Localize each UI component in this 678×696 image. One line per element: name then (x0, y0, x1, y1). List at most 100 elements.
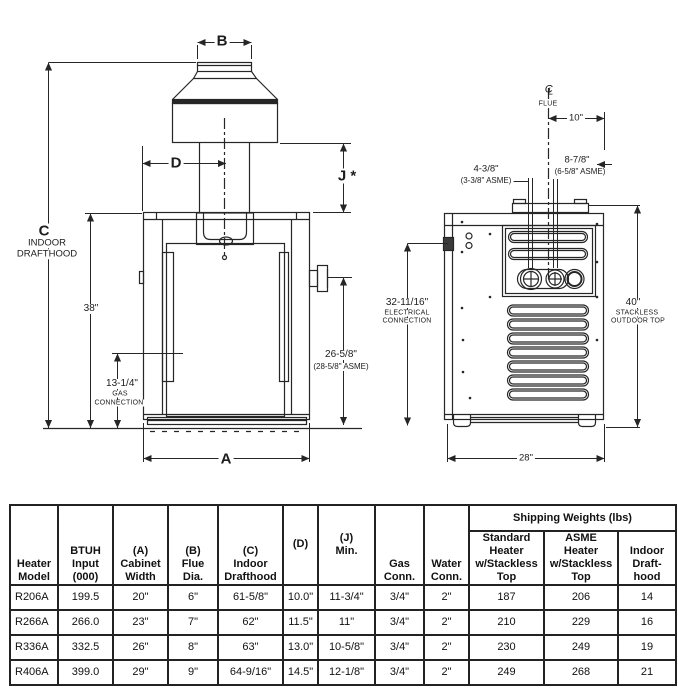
dim-label-c: C (36, 222, 52, 240)
pressure-relief-valve (308, 264, 329, 293)
diagram-line-art (43, 38, 642, 463)
table-cell: 21 (617, 658, 677, 686)
electrical-knockouts (465, 232, 473, 250)
dim-label-4-38-asme: (3-3/8" ASME) (458, 176, 514, 185)
table-cell: 2" (423, 583, 470, 611)
louver-vents (506, 304, 590, 401)
dim-label-38in: 38" (81, 303, 101, 314)
dim-label-8-78: 8-7/8" (562, 154, 592, 166)
table-cell: 11-3/4" (317, 583, 376, 611)
table-cell: 249 (543, 633, 619, 661)
table-cell: 230 (468, 633, 545, 661)
table-row-r336a: R336A 332.5 26" 8" 63" 13.0" 10-5/8" 3/4… (9, 633, 677, 661)
table-cell: 11" (317, 608, 376, 636)
col-header-indoor-drafthood: (C) Indoor Drafthood (217, 504, 284, 586)
col-header-asme-heater: ASME Heater w/Stackless Top (543, 530, 619, 586)
table-cell: 14.5" (282, 658, 319, 686)
dim-label-4-38: 4-3/8" (471, 163, 501, 175)
col-header-flue-dia: (B) Flue Dia. (167, 504, 219, 586)
table-cell: 6" (167, 583, 219, 611)
indoor-drafthood-label-line1: INDOOR (26, 237, 68, 249)
electrical-dim: 32-11/16" (383, 297, 431, 308)
table-cell: 61-5/8" (217, 583, 284, 611)
table-cell: 3/4" (374, 633, 425, 661)
table-cell: 63" (217, 633, 284, 661)
table-cell: 268 (543, 658, 619, 686)
table-cell: 266.0 (57, 608, 114, 636)
table-cell: 20" (112, 583, 169, 611)
col-header-heater-model: Heater Model (9, 504, 59, 586)
drafthood (171, 61, 279, 213)
table-cell: 3/4" (374, 608, 425, 636)
dim-label-40in: 40" (623, 297, 643, 308)
table-cell: 62" (217, 608, 284, 636)
table-cell: 187 (468, 583, 545, 611)
table-cell: 332.5 (57, 633, 114, 661)
table-cell: 64-9/16" (217, 658, 284, 686)
dim-label-b: B (214, 32, 230, 50)
electrical-label-line2: CONNECTION (380, 317, 434, 325)
table-cell: 11.5" (282, 608, 319, 636)
dim-label-8-78-asme: (6-5/8" ASME) (552, 167, 608, 176)
table-cell: 23" (112, 608, 169, 636)
table-cell: 26" (112, 633, 169, 661)
table-cell: 210 (468, 608, 545, 636)
front-cabinet (138, 211, 311, 421)
dim-label-28in: 28" (517, 452, 535, 464)
table-cell: 13.0" (282, 633, 319, 661)
table-cell: 199.5 (57, 583, 114, 611)
front-view-drawing (43, 61, 362, 433)
side-view-drawing (442, 88, 605, 428)
table-row-r266a: R266A 266.0 23" 7" 62" 11.5" 11" 3/4" 2"… (9, 608, 677, 636)
table-cell: 249 (468, 658, 545, 686)
dim-label-a: A (218, 450, 234, 468)
table-cell: 14 (617, 583, 677, 611)
gas-label-line2: CONNECTION (92, 399, 146, 407)
gas-label-line1: GAS (110, 390, 130, 398)
heater-model-cell: R406A (9, 658, 59, 686)
heater-dimension-diagram: B D J * C INDOOR DRAFTHOOD 38" 13-1/4" G… (16, 32, 668, 468)
flue-label: FLUE (536, 100, 560, 108)
table-cell: 10.0" (282, 583, 319, 611)
heater-model-cell: R336A (9, 633, 59, 661)
side-base (444, 413, 604, 428)
table-cell: 8" (167, 633, 219, 661)
table-cell: 3/4" (374, 583, 425, 611)
table-cell: 229 (543, 608, 619, 636)
col-group-shipping-weights: Shipping Weights (lbs) (468, 504, 677, 532)
col-header-gas-conn: Gas Conn. (374, 504, 425, 586)
centerline-symbol: CL (544, 83, 554, 98)
water-height-asme: (28-5/8" ASME) (311, 362, 371, 371)
table-cell: 29" (112, 658, 169, 686)
table-cell: 2" (423, 608, 470, 636)
stackless-label-line1: STACKLESS (613, 309, 661, 317)
table-cell: 206 (543, 583, 619, 611)
table-cell: 3/4" (374, 658, 425, 686)
front-base (43, 413, 362, 433)
flue-collar-plate (511, 198, 590, 214)
water-height-dim: 26-5/8" (323, 349, 359, 360)
col-header-d: (D) (282, 504, 319, 586)
table-cell: 9" (167, 658, 219, 686)
col-header-j-min: (J) Min. (317, 504, 376, 586)
dim-label-10in: 10" (567, 112, 585, 124)
dim-label-j: J * (335, 167, 359, 185)
table-cell: 10-5/8" (317, 633, 376, 661)
heater-model-cell: R206A (9, 583, 59, 611)
electrical-label-line1: ELECTRICAL (382, 309, 432, 317)
stackless-label-line2: OUTDOOR TOP (608, 317, 668, 325)
table-row-r406a: R406A 399.0 29" 9" 64-9/16" 14.5" 12-1/8… (9, 658, 677, 686)
col-header-indoor-drafthood-weight: Indoor Draft- hood (617, 530, 677, 586)
table-cell: 16 (617, 608, 677, 636)
screw-dots (460, 220, 599, 400)
table-cell: 19 (617, 633, 677, 661)
gas-connection-dim: 13-1/4" (104, 378, 140, 389)
water-connections (519, 267, 585, 291)
col-header-cabinet-width: (A) Cabinet Width (112, 504, 169, 586)
col-header-water-conn: Water Conn. (423, 504, 470, 586)
table-cell: 2" (423, 658, 470, 686)
dim-label-d: D (168, 154, 184, 172)
heater-model-cell: R266A (9, 608, 59, 636)
spec-table: Heater Model BTUH Input (000) (A) Cabine… (9, 504, 677, 686)
